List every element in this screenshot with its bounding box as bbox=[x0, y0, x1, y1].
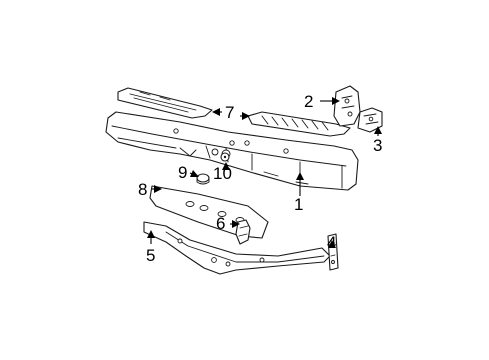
callout-2-leader bbox=[320, 97, 340, 105]
bumper-bracket bbox=[333, 85, 361, 127]
callout-7-leader bbox=[212, 108, 250, 120]
callout-4-leader bbox=[328, 240, 336, 248]
step-pad-right bbox=[247, 111, 351, 137]
callout-1: 1 bbox=[294, 195, 303, 214]
callout-6-leader bbox=[230, 220, 240, 228]
callout-5: 5 bbox=[146, 246, 155, 265]
callout-6: 6 bbox=[216, 214, 225, 233]
callout-7: 7 bbox=[225, 103, 234, 122]
callout-3-leader bbox=[374, 126, 382, 136]
step-pad-left bbox=[117, 87, 213, 119]
callout-10-leader bbox=[222, 162, 230, 170]
callout-4: 4 bbox=[327, 233, 336, 252]
callout-8: 8 bbox=[138, 180, 147, 199]
hitch-clip bbox=[235, 219, 251, 245]
bumper-mounting-arm bbox=[143, 221, 331, 275]
bumper-side-bracket bbox=[357, 107, 383, 133]
callout-3: 3 bbox=[373, 136, 382, 155]
bumper-face-bar bbox=[105, 111, 359, 191]
bumper-plug bbox=[220, 152, 230, 162]
callout-10: 10 bbox=[213, 164, 232, 183]
callout-5-leader bbox=[147, 230, 155, 244]
callout-9-leader bbox=[189, 170, 199, 177]
callout-1-leader bbox=[296, 172, 304, 196]
bumper-cap bbox=[196, 173, 210, 185]
callout-8-leader bbox=[152, 185, 162, 193]
callout-2: 2 bbox=[304, 92, 313, 111]
callout-9: 9 bbox=[178, 163, 187, 182]
